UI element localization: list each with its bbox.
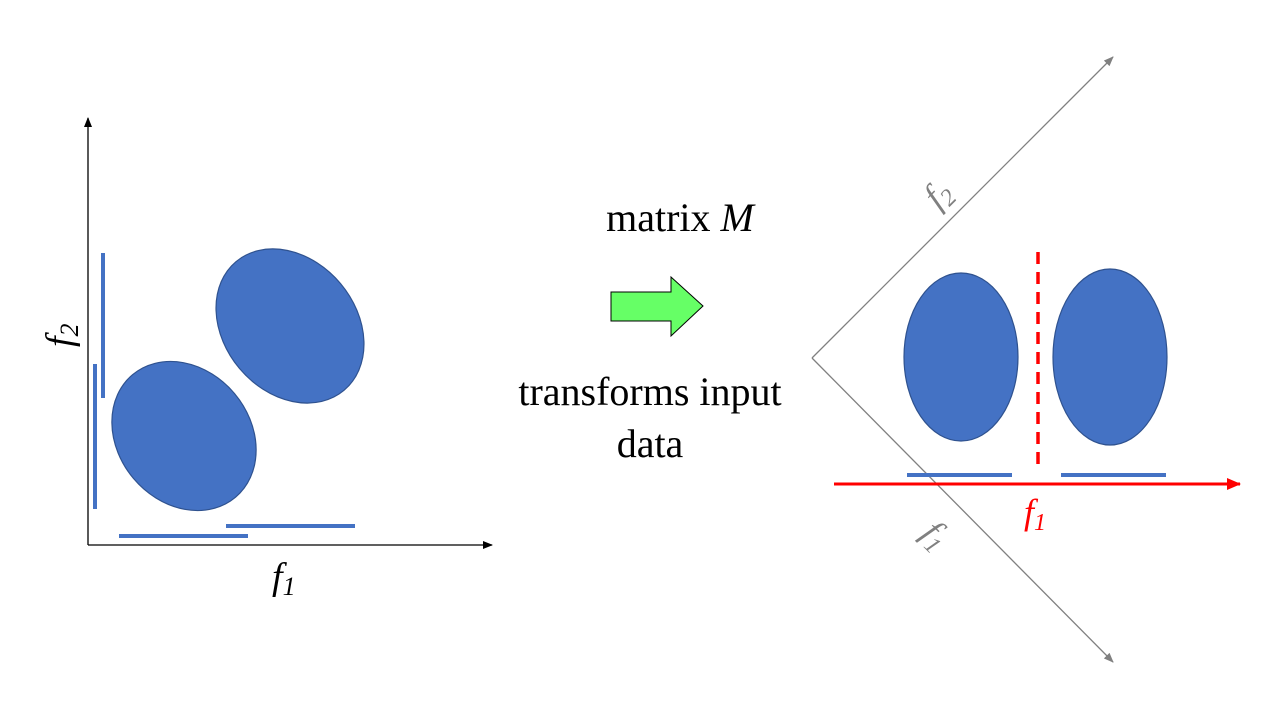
left-y-axis-label: f2 — [39, 323, 84, 347]
left-x-axis-label: f1 — [272, 556, 296, 601]
transform-arrow — [610, 275, 704, 338]
transform-title: matrix M — [520, 192, 840, 244]
title-symbol: M — [720, 195, 754, 240]
transform-caption: transforms input data — [518, 369, 782, 466]
rotated-f1-label: f1 — [912, 512, 959, 559]
rotated-f2-label: f2 — [915, 172, 962, 219]
left-cluster-lower — [111, 360, 257, 512]
title-word: matrix — [606, 195, 711, 240]
right-rotated-axis-f2 — [811, 56, 1114, 359]
right-cluster-right — [1052, 268, 1168, 446]
right-cluster-left — [903, 272, 1019, 442]
right-plot: f2 f1 f1 — [811, 56, 1241, 663]
right-rotated-axis-f1 — [811, 357, 1114, 663]
red-f1-label: f1 — [1024, 492, 1046, 536]
left-plot: f1 f2 — [39, 117, 493, 601]
left-cluster-upper — [215, 248, 365, 404]
